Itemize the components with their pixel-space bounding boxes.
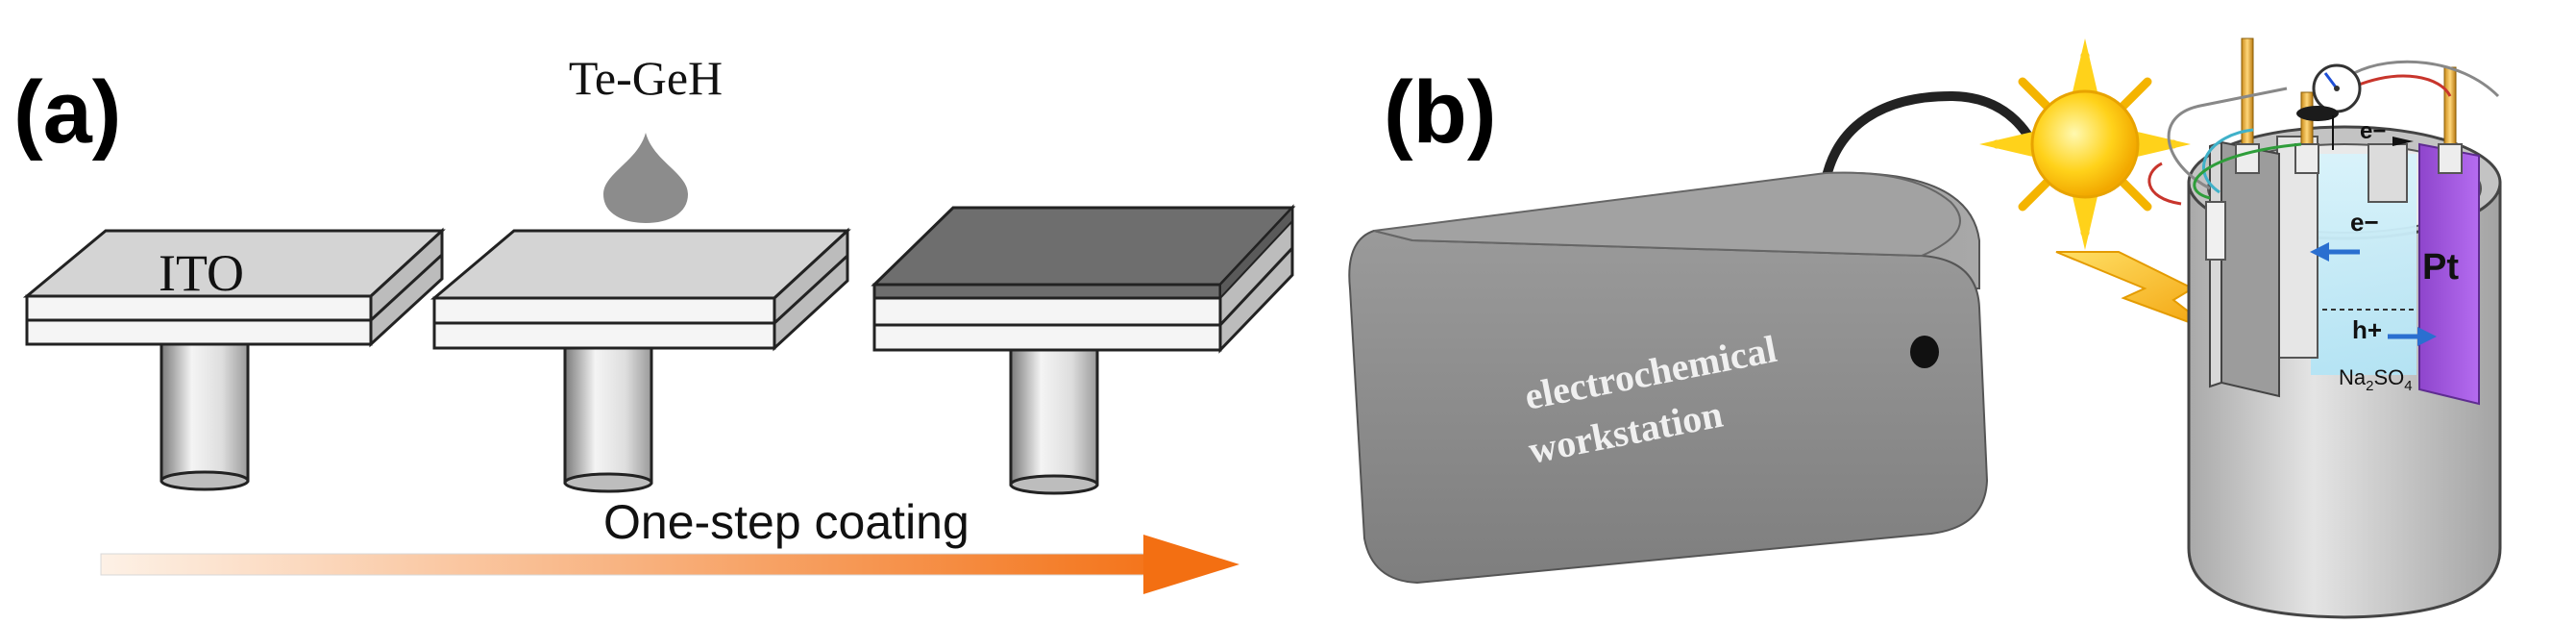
electron-top-label: e− [2360, 118, 2386, 144]
electron-arrow-left [2310, 242, 2360, 262]
substrate-plate [871, 204, 1296, 354]
cell-wires [2147, 60, 2500, 206]
precursor-label: Te-GeH [569, 51, 723, 105]
pt-label: Pt [2422, 247, 2459, 287]
arrow-label: One-step coating [603, 495, 969, 549]
substrate-pedestal [1009, 337, 1099, 495]
substrate-plate [429, 227, 851, 352]
process-arrow [100, 535, 1239, 594]
electron-inner-label: e− [2350, 208, 2379, 237]
substrate-with-droplet: Te-GeH [429, 51, 851, 493]
electron-top-arrow [2392, 137, 2414, 146]
substrate-pedestal [563, 335, 653, 493]
electrode-rods [2235, 37, 2463, 174]
sun-icon [1979, 38, 2191, 250]
electrochemical-cell: Pt e− e− [2147, 37, 2502, 619]
panel-a-label: (a) [13, 63, 121, 162]
panel-b-label: (b) [1384, 63, 1496, 162]
working-electrode [2205, 140, 2280, 398]
hole-label: h+ [2352, 315, 2382, 344]
power-indicator [1910, 336, 1939, 368]
precursor-droplet [603, 133, 688, 223]
workstation-cable [1821, 90, 2032, 186]
substrate-plate [22, 227, 446, 348]
ito-label: ITO [159, 244, 244, 302]
hole-arrow-right [2388, 327, 2437, 346]
substrate-pedestal [159, 333, 250, 491]
electrolyte-label: Na2SO4 [2339, 365, 2413, 394]
ammeter-icon [2296, 63, 2362, 121]
electrochemical-workstation [1348, 171, 1989, 585]
substrate-coated [871, 204, 1296, 495]
substrate-ito: ITO [22, 227, 446, 491]
